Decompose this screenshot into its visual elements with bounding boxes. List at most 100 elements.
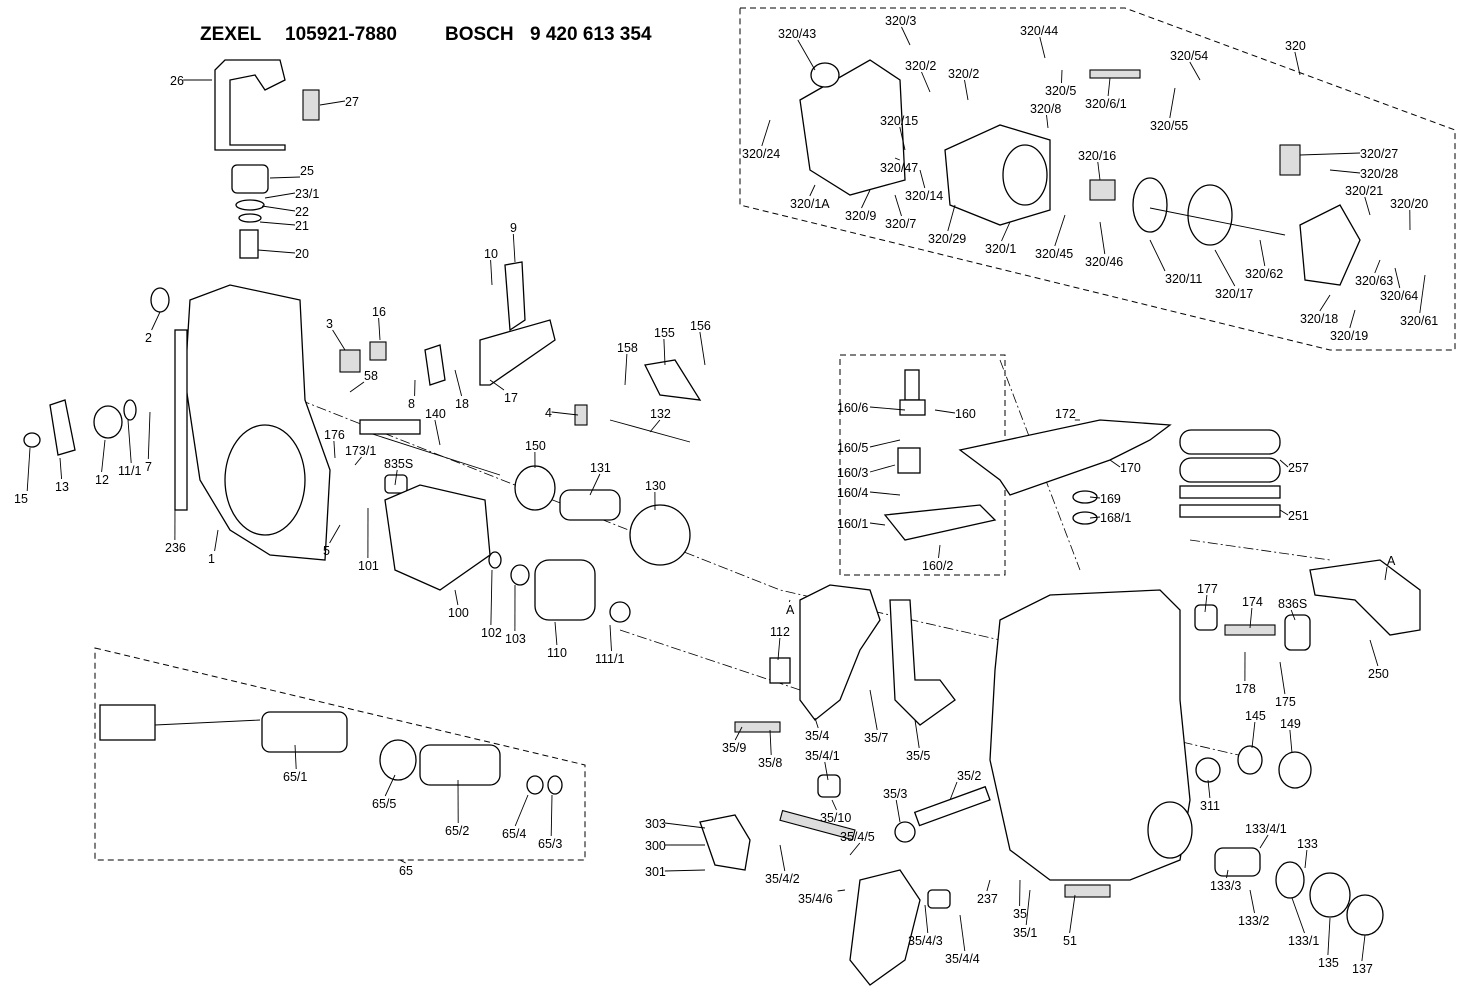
leader-line: [1109, 459, 1121, 468]
leader-line: [919, 169, 926, 189]
callout-label: 320: [1285, 39, 1306, 53]
callout-label: 149: [1280, 717, 1301, 731]
leader-line: [664, 822, 706, 829]
leader-line: [26, 447, 31, 492]
callout-label: 35/3: [883, 787, 907, 801]
leader-line: [934, 409, 956, 414]
leader-lines: [26, 26, 1426, 962]
callout-label: 2: [145, 331, 152, 345]
callout-label: 320/61: [1400, 314, 1438, 328]
leader-line: [1046, 114, 1049, 129]
callout-label: 12: [95, 473, 109, 487]
leader-line: [1294, 51, 1301, 76]
callout-label: 320/64: [1380, 289, 1418, 303]
leader-line: [959, 914, 966, 952]
leader-line: [609, 624, 612, 652]
washer-102: [488, 551, 502, 569]
callout-label: 35/4/3: [908, 934, 943, 948]
brand-zexel: ZEXEL: [200, 24, 262, 45]
shaft-20: [239, 229, 259, 259]
callout-label: 835S: [384, 457, 413, 471]
callout-label: 145: [1245, 709, 1266, 723]
bracket-26: [214, 59, 286, 151]
leader-line: [1099, 221, 1106, 255]
leader-line: [59, 457, 63, 480]
oring-320-43: [810, 62, 840, 88]
leader-line: [938, 544, 941, 559]
ring-111-1: [609, 601, 631, 623]
callout-label: 320/11: [1165, 272, 1202, 286]
callout-label: 156: [690, 319, 711, 333]
leader-line: [147, 411, 151, 460]
bracket-250: [1309, 559, 1421, 636]
callout-label: 236: [165, 541, 186, 555]
parts-lever-35: [699, 584, 991, 986]
leader-line: [257, 249, 296, 254]
leader-line: [849, 842, 861, 856]
callout-label: 132: [650, 407, 671, 421]
leader-line: [1290, 609, 1296, 621]
callout-label: 35/8: [758, 756, 782, 770]
spring-12: [93, 405, 123, 439]
ring-23-1: [235, 199, 265, 211]
leader-line: [964, 79, 969, 101]
plug-16: [369, 341, 387, 361]
callout-label: 35/5: [906, 749, 930, 763]
bosch-part-number: 9 420 613 354: [530, 24, 652, 45]
box-160-assembly: [839, 354, 1006, 576]
callout-label: 35/9: [722, 741, 746, 755]
leader-line: [333, 440, 336, 459]
housing-35: [989, 589, 1191, 881]
callout-label: 20: [295, 247, 309, 261]
leader-line: [1319, 294, 1331, 312]
cap-35-3: [894, 821, 916, 843]
leader-line: [949, 781, 958, 801]
leader-line: [797, 39, 816, 71]
callout-label: 178: [1235, 682, 1256, 696]
plug-133-1: [1275, 861, 1305, 899]
spring-320-16: [1089, 179, 1116, 201]
callout-label: 320/45: [1035, 247, 1073, 261]
leader-line: [861, 189, 871, 209]
tube-257b: [1179, 457, 1281, 483]
callout-label: A: [1387, 554, 1396, 568]
leader-line: [394, 469, 398, 486]
leader-line: [1329, 169, 1361, 174]
callout-label: 150: [525, 439, 546, 453]
spring-251a: [1179, 485, 1281, 499]
parts-upper-left: [23, 59, 331, 561]
spring-130: [629, 504, 691, 566]
leader-line: [554, 621, 558, 646]
leader-line: [1089, 516, 1101, 519]
leader-line: [1289, 729, 1293, 754]
callout-label: 320/17: [1215, 287, 1253, 301]
spring-133-3: [1214, 847, 1261, 877]
leader-line: [1061, 69, 1063, 84]
callout-label: 160/1: [837, 517, 868, 531]
callout-label: 303: [645, 817, 666, 831]
spring-160-3: [897, 447, 921, 474]
callout-label: 320/46: [1085, 255, 1123, 269]
callout-label: 160/5: [837, 441, 868, 455]
assembly-boxes: [94, 7, 1456, 861]
leader-line: [1097, 161, 1101, 181]
callout-label: 25: [300, 164, 314, 178]
callout-label: 133/2: [1238, 914, 1269, 928]
callout-label: 133/3: [1210, 879, 1241, 893]
callout-label: 15: [14, 492, 28, 506]
nut-15: [23, 432, 41, 448]
callout-label: 160/6: [837, 401, 868, 415]
bolt-51: [1064, 884, 1111, 898]
sleeve-835s: [384, 474, 408, 494]
plug-149: [1278, 751, 1312, 789]
callout-label: 16: [372, 305, 386, 319]
callout-label: 320/3: [885, 14, 916, 28]
callout-label: 102: [481, 626, 502, 640]
leader-line: [788, 599, 791, 603]
callout-label: 11/1: [118, 464, 141, 478]
leader-line: [1249, 889, 1255, 914]
tube-257a: [1179, 429, 1281, 455]
callout-label: 65/2: [445, 824, 469, 838]
callout-label: 177: [1197, 582, 1218, 596]
callout-label: 320/2: [905, 59, 936, 73]
